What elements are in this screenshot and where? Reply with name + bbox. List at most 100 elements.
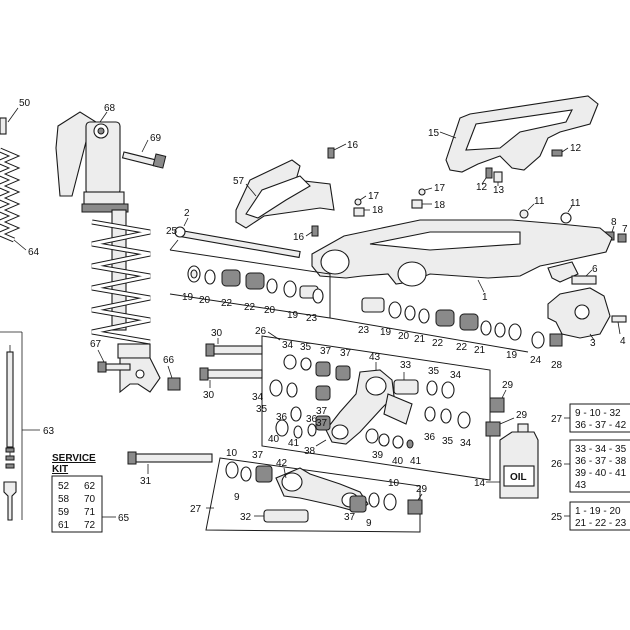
washer-part-35d: [440, 408, 452, 424]
bearing-part-37d: [315, 415, 331, 431]
callout-42: 42: [276, 458, 288, 469]
seal-part-9a: [240, 466, 252, 482]
callout-67: 67: [90, 339, 102, 350]
callout-13: 13: [493, 185, 505, 196]
bearing-part-37b: [335, 365, 351, 381]
callout-37c: 37: [316, 406, 328, 417]
callout-22d: 22: [456, 342, 468, 353]
callout-35b: 35: [428, 366, 440, 377]
callout-36c: 36: [424, 432, 436, 443]
callout-23b: 23: [358, 325, 370, 336]
callout-37e: 37: [252, 450, 264, 461]
washer-part-20a: [204, 269, 216, 285]
callout-38: 38: [304, 446, 316, 457]
washer-part-24: [531, 331, 545, 349]
oil-label: OIL: [510, 472, 527, 483]
seal-part-19c: [388, 301, 402, 319]
seal-part-34c: [269, 379, 283, 397]
callout-22a: 22: [221, 298, 233, 309]
callout-50: 50: [19, 98, 31, 109]
seal-part-19b: [283, 280, 297, 298]
callout-2: 2: [184, 208, 190, 219]
kit-table-25: 25 1 - 19 - 20 21 - 22 - 23: [551, 501, 630, 531]
chain-adjuster-part-6: [571, 275, 597, 285]
callout-33: 33: [400, 360, 412, 371]
seal-part-40a: [275, 419, 289, 437]
washer-part-20d: [494, 322, 506, 338]
callout-41b: 41: [410, 456, 422, 467]
screw-part-16b: [311, 225, 319, 237]
kit-25-line1: 1 - 19 - 20: [575, 506, 621, 517]
washer-part-39b: [378, 433, 390, 447]
callout-57: 57: [233, 176, 245, 187]
washer-part-41b: [406, 439, 414, 449]
washer-part-35a: [300, 357, 312, 371]
washer-part-17b: [418, 188, 426, 196]
callout-35a: 35: [300, 342, 312, 353]
callout-29b: 29: [516, 410, 528, 421]
callout-37a: 37: [320, 346, 332, 357]
callout-21a: 21: [414, 334, 426, 345]
callout-16b: 16: [293, 232, 305, 243]
kit-25-line2: 21 - 22 - 23: [575, 518, 627, 529]
callout-19d: 19: [506, 350, 518, 361]
callout-9a: 9: [234, 492, 240, 503]
washer-part-39: [365, 428, 379, 444]
callout-16a: 16: [347, 140, 359, 151]
nut-part-28: [549, 333, 563, 347]
kit-cell: 58: [58, 494, 70, 505]
callout-37b: 37: [340, 348, 352, 359]
callout-69: 69: [150, 133, 162, 144]
kit-26-line3: 39 - 40 - 41: [575, 468, 627, 479]
callout-34b: 34: [450, 370, 462, 381]
pull-rod-group-box-27: [205, 457, 421, 533]
callout-10a: 10: [226, 448, 238, 459]
callout-19c: 19: [380, 327, 392, 338]
callout-14: 14: [474, 478, 486, 489]
pin-part-30b: [199, 367, 263, 381]
kit-27-line1: 9 - 10 - 32: [575, 408, 621, 419]
bearing-part-22c: [435, 309, 455, 327]
service-kit-table: SERVICE KIT 52 62 58 70 59 71 61 72 65: [51, 453, 130, 533]
kit-cell: 52: [58, 481, 70, 492]
callout-30a: 30: [211, 328, 223, 339]
spring-collar-part-50: [0, 117, 7, 135]
seal-part-34b: [441, 381, 455, 399]
callout-18b: 18: [434, 200, 446, 211]
chain-guard-part-15: [445, 95, 599, 173]
washer-part-36c: [424, 406, 436, 422]
callout-4: 4: [620, 336, 626, 347]
swingarm-bearing-row-right: [329, 317, 529, 353]
service-kit-title-2: KIT: [52, 464, 68, 475]
bolt-part-4: [611, 315, 627, 323]
bearing-part-37c: [315, 385, 331, 401]
callout-36a: 36: [276, 412, 288, 423]
swingarm-axle-part-2: [174, 226, 301, 259]
pull-rod-bolt-part-31: [127, 451, 213, 465]
nut-part-29b: [485, 421, 501, 437]
washer-part-35b: [426, 380, 438, 396]
kit-table-26: 26 33 - 34 - 35 36 - 37 - 38 39 - 40 - 4…: [551, 439, 630, 493]
callout-18a: 18: [372, 205, 384, 216]
service-kit-title-1: SERVICE: [52, 453, 96, 464]
bushing-part-33: [393, 379, 419, 395]
callout-8: 8: [611, 217, 617, 228]
washer-part-11a: [519, 209, 529, 219]
linkage-group-box-26: [261, 335, 491, 481]
callout-26b: 26: [551, 459, 563, 470]
nut-part-66: [167, 377, 181, 391]
callout-25a: 25: [166, 226, 178, 237]
oil-bottle-part-14: OIL: [499, 423, 539, 499]
bearing-part-22a: [221, 269, 241, 287]
seal-part-40b: [392, 435, 404, 449]
caliper-bracket-part-3: [547, 287, 611, 339]
washer-part-20c: [404, 305, 416, 321]
callout-20c: 20: [398, 331, 410, 342]
swingarm-part-1: [311, 219, 613, 287]
kit-27-line2: 36 - 37 - 42: [575, 420, 627, 431]
washer-part-20b: [266, 278, 278, 294]
washer-part-21a: [418, 308, 430, 324]
washer-part-35c: [286, 382, 298, 398]
bearing-part-22b: [245, 272, 265, 290]
